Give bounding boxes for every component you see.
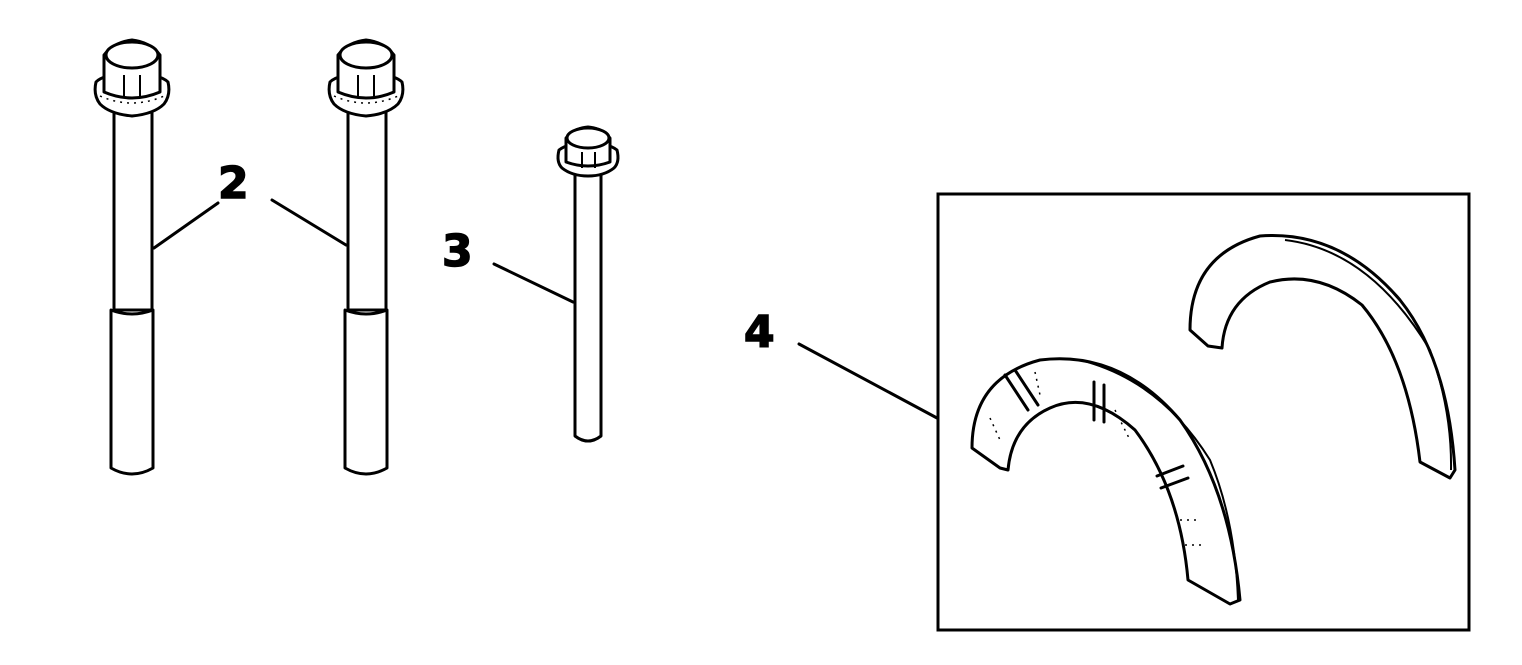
callout-label-3: 3 — [442, 226, 473, 277]
thrust-washer-back — [1188, 234, 1457, 480]
callout-label-2: 2 — [218, 158, 249, 209]
callout-4: 4 — [743, 306, 939, 420]
bolt-long-left — [93, 38, 171, 476]
callout-label-4: 4 — [744, 307, 775, 358]
thrust-washer-front — [970, 357, 1242, 606]
bolt-long-right — [327, 38, 405, 476]
bolt-short — [556, 125, 620, 443]
callout-2: 2 — [152, 157, 348, 250]
callout-3: 3 — [441, 225, 575, 304]
inset-frame — [936, 192, 1471, 632]
